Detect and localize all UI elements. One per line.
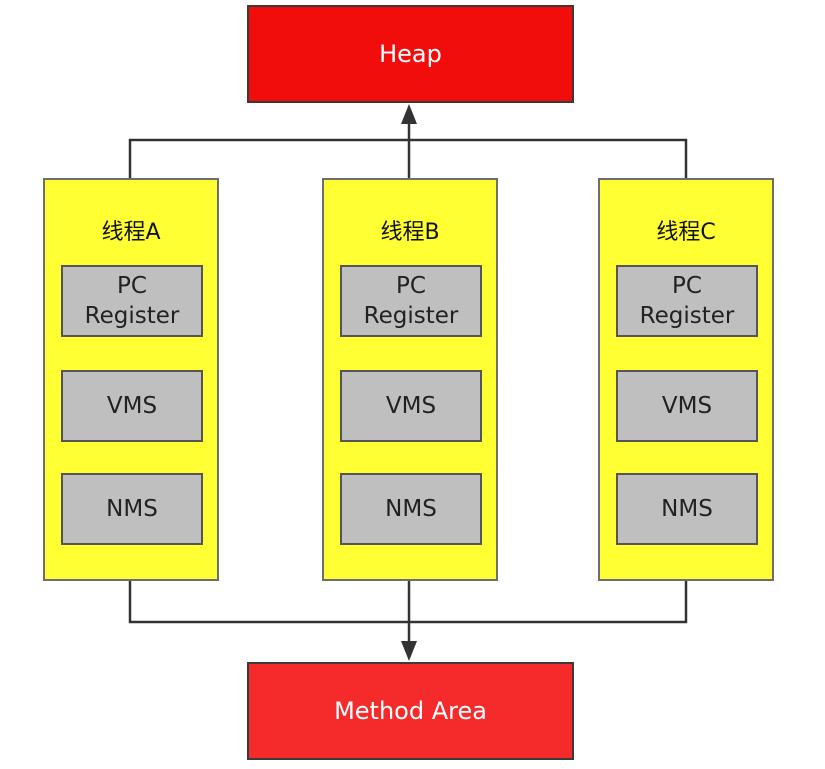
thread-b-pc-register: PC Register: [340, 265, 482, 337]
pc-register-line2: Register: [84, 303, 180, 329]
heap-box: Heap: [247, 5, 574, 103]
thread-c-title: 线程C: [656, 220, 716, 245]
thread-b-title: 线程B: [380, 220, 440, 245]
thread-c-nms: NMS: [616, 473, 758, 545]
thread-a-pc-register: PC Register: [61, 265, 203, 337]
pc-register-line2: Register: [363, 303, 459, 329]
heap-label: Heap: [379, 40, 442, 68]
pc-register-line2: Register: [639, 303, 735, 329]
pc-register-line1: PC: [396, 273, 426, 299]
thread-a-box: 线程A PC Register VMS NMS: [43, 178, 219, 581]
thread-b-vms: VMS: [340, 370, 482, 442]
method-area-box: Method Area: [247, 662, 574, 760]
thread-b-box: 线程B PC Register VMS NMS: [322, 178, 498, 581]
pc-register-line1: PC: [117, 273, 147, 299]
pc-register-line1: PC: [672, 273, 702, 299]
method-area-label: Method Area: [334, 697, 487, 725]
thread-c-vms: VMS: [616, 370, 758, 442]
thread-c-pc-register: PC Register: [616, 265, 758, 337]
thread-a-title: 线程A: [101, 220, 161, 245]
thread-a-vms: VMS: [61, 370, 203, 442]
thread-a-nms: NMS: [61, 473, 203, 545]
thread-b-nms: NMS: [340, 473, 482, 545]
thread-c-box: 线程C PC Register VMS NMS: [598, 178, 774, 581]
arrow-up-to-heap: [401, 104, 417, 124]
arrow-down-to-method-area: [401, 641, 417, 661]
